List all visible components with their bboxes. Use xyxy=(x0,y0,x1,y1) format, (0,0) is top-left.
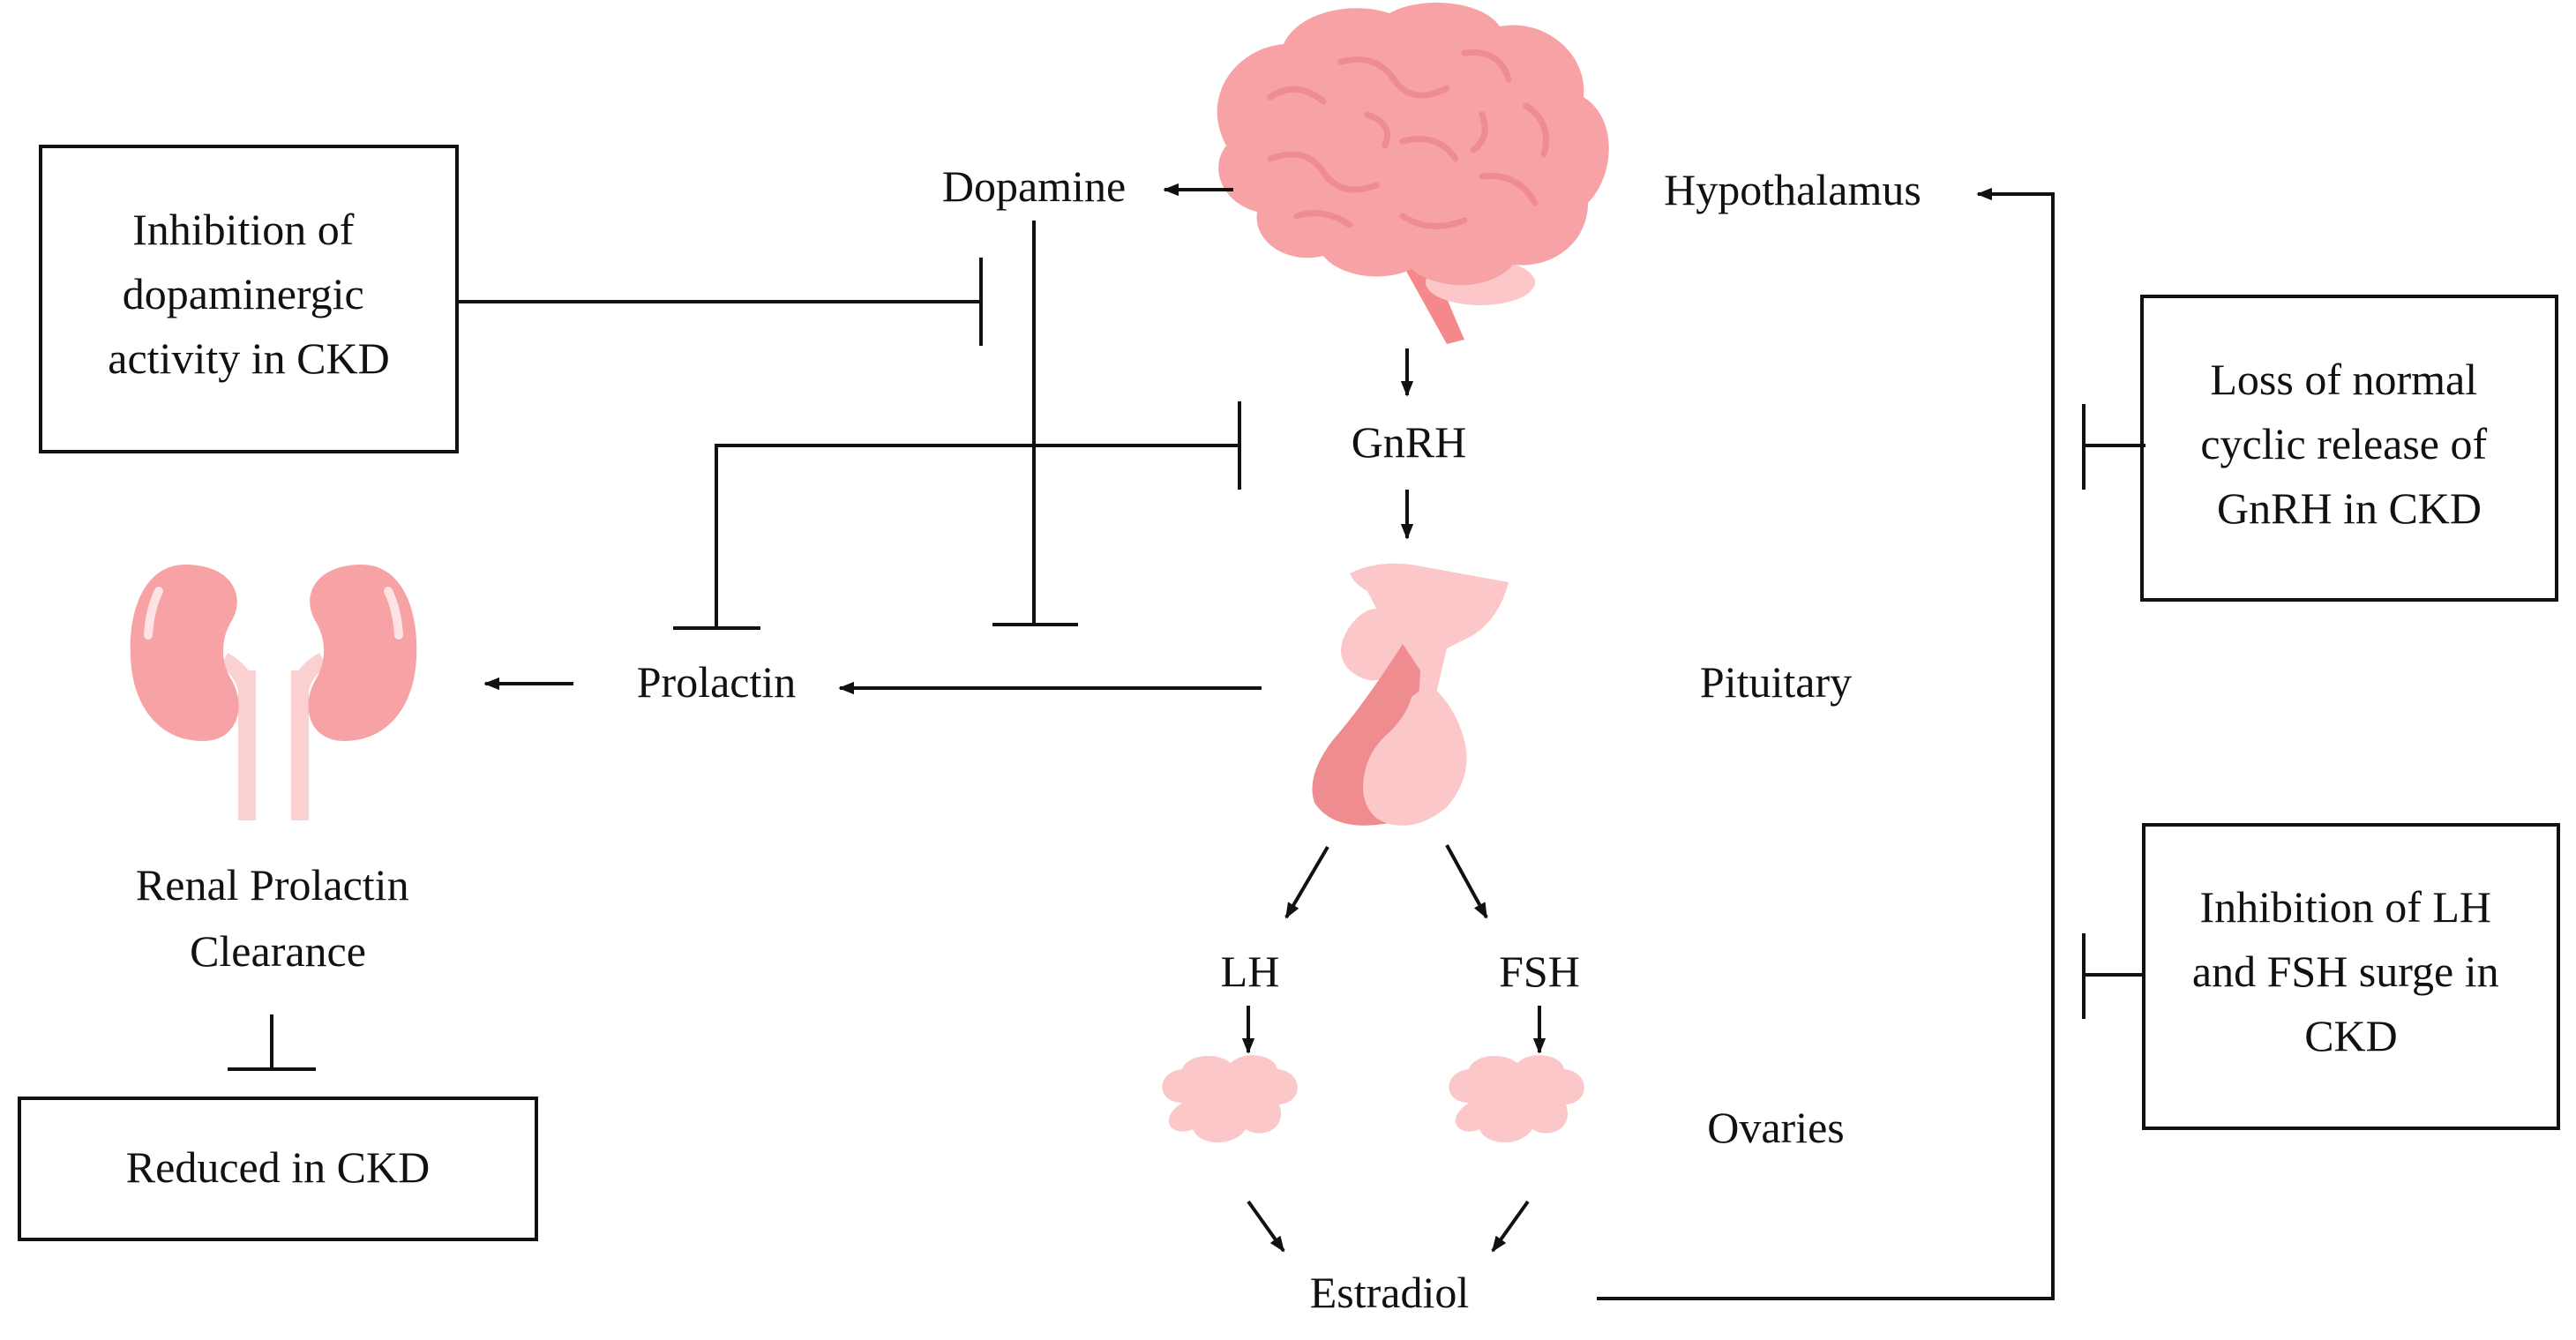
ovary-to-estradiol-arrow-left xyxy=(1247,1200,1285,1253)
dopaminergic-box-text: Inhibition of dopaminergic activity in C… xyxy=(108,205,389,383)
brain-icon xyxy=(1217,3,1609,344)
pituitary-gland-icon xyxy=(1312,563,1509,826)
ovary-to-estradiol-arrow-right xyxy=(1491,1200,1530,1253)
lh-label: LH xyxy=(1221,947,1280,996)
gnrh-loss-box-text: Loss of normal cyclic release of GnRH in… xyxy=(2200,355,2497,533)
gnrh-label: GnRH xyxy=(1352,417,1467,467)
lh-fsh-box-text: Inhibition of LH and FSH surge in CKD xyxy=(2192,882,2510,1060)
reduced-box-text: Reduced in CKD xyxy=(126,1142,430,1192)
connectors xyxy=(228,183,2145,1300)
estradiol-label: Estradiol xyxy=(1310,1268,1470,1317)
lh-fsh-box xyxy=(2142,823,2560,1130)
ovaries-label: Ovaries xyxy=(1707,1103,1845,1152)
prolactin-label: Prolactin xyxy=(637,657,797,707)
dopamine-label: Dopamine xyxy=(942,161,1126,211)
kidneys-icon xyxy=(130,565,417,820)
fsh-label: FSH xyxy=(1499,947,1580,996)
dopaminergic-box xyxy=(39,145,459,453)
reduced-box xyxy=(18,1097,538,1241)
gnrh-loss-box xyxy=(2140,295,2558,602)
pituitary-label: Pituitary xyxy=(1700,657,1852,707)
ovary-icon xyxy=(1162,1055,1584,1142)
estradiol-feedback-line xyxy=(1597,187,2055,1300)
pituitary-to-fsh-arrow xyxy=(1445,844,1488,919)
pituitary-to-lh-arrow xyxy=(1284,845,1329,919)
prolactin-gnrh-inhibition-line xyxy=(715,444,1239,628)
hypothalamus-label: Hypothalamus xyxy=(1664,165,1921,214)
renal-clearance-label: Renal Prolactin Clearance xyxy=(136,860,420,976)
